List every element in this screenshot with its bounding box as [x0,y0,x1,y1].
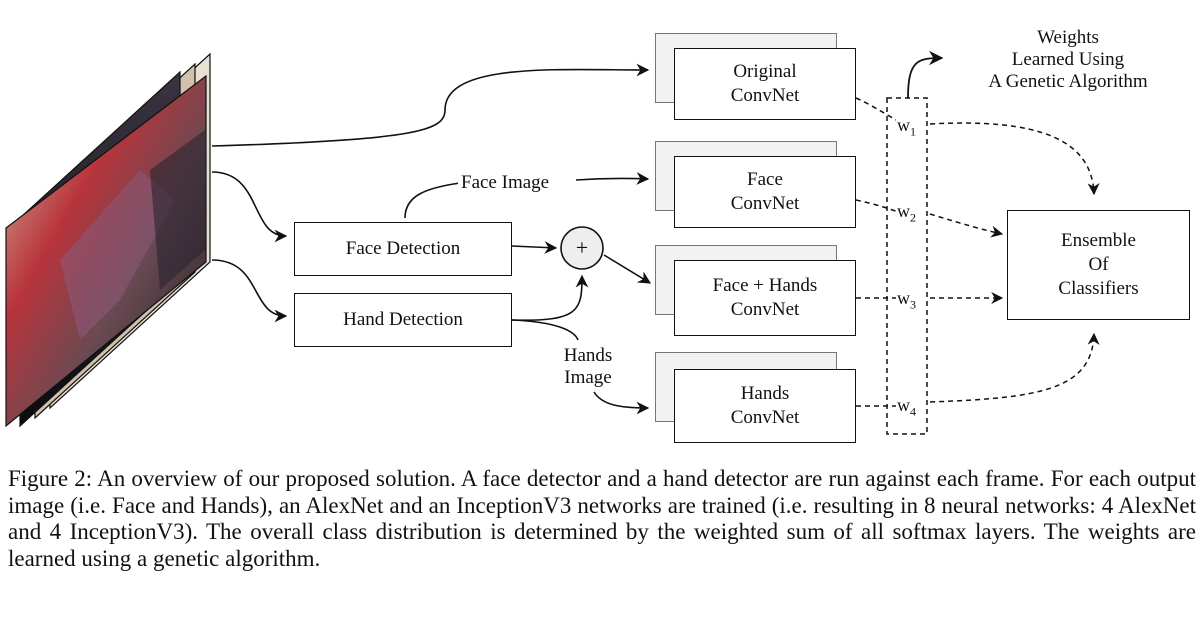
face-hands-convnet-box: Face + Hands ConvNet [674,260,856,336]
arrow-face-detection-to-plus [511,241,558,254]
video-frames-image [5,52,211,428]
plus-node-circle [560,226,604,270]
weight-w4: w4 [896,395,917,422]
weights-column [886,97,928,435]
dashed-face-to-w2 [855,199,899,213]
arrow-hand-detection-to-plus [511,274,589,321]
dashed-w4-to-ensemble [929,332,1100,403]
figure-caption: Figure 2: An overview of our proposed so… [8,466,1196,571]
arrow-plus-to-face-hands [603,254,652,284]
plus-node-label: + [575,235,589,260]
dashed-w1-to-ensemble [929,122,1100,196]
arrow-frames-to-original [211,63,650,147]
frame-seat-shape [150,130,205,290]
diagram-canvas [5,50,1100,435]
arrow-face-image [404,178,648,219]
dashed-w2-to-ensemble [929,213,1004,238]
weights-note-label: Weights Learned Using A Genetic Algorith… [988,27,1148,92]
weight-w1: w1 [896,115,917,142]
face-convnet-box: Face ConvNet [674,156,856,228]
face-detection-box: Face Detection [294,222,512,276]
dashed-original-to-w1 [855,97,901,123]
hand-detection-box: Hand Detection [294,293,512,347]
arrow-to-weights-note [907,50,944,99]
original-convnet-box: Original ConvNet [674,48,856,120]
arrow-hands-image [511,319,648,408]
weight-w3: w3 [896,288,917,315]
face-image-label: Face Image [458,172,553,194]
weight-w2: w2 [896,201,917,228]
frame-driver-shape [60,170,175,340]
ensemble-box: Ensemble Of Classifiers [1007,210,1190,320]
arrow-frames-to-hand-detection [211,259,288,323]
hands-convnet-box: Hands ConvNet [674,369,856,443]
hands-image-label: Hands Image [552,345,624,389]
arrow-frames-to-face-detection [211,171,288,243]
